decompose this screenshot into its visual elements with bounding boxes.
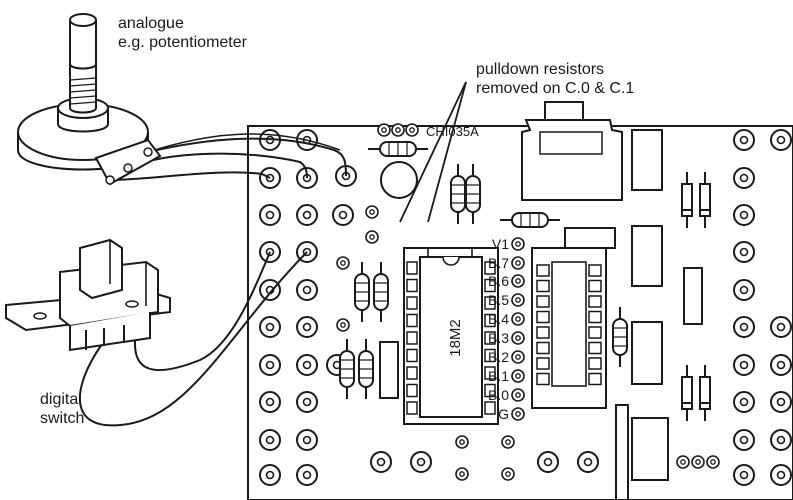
pin-label: B.4 [488,311,509,327]
chip-pin [406,383,418,398]
socket-pin [588,372,602,386]
pulldown-label-line1: pulldown resistors [476,61,604,78]
chip-pin [406,261,418,275]
digital-label-line1: digital [40,391,82,408]
small-component [379,341,399,399]
pulldown-label-line2: removed on C.0 & C.1 [476,80,634,97]
output-component [631,417,669,481]
analogue-label: analogue [118,15,184,32]
chip-pin [484,366,496,380]
chip-pin [406,348,418,363]
connecting-wires [78,133,347,427]
socket-pin [588,279,602,293]
digital-label-line2: switch [40,410,84,427]
socket-pin [588,310,602,324]
chip-pin [406,366,418,380]
socket-pin [588,326,602,339]
chip-pin [484,331,496,345]
annotation-pointers [399,81,467,223]
pin-label: V1 [492,236,509,252]
socket-pin [536,357,550,370]
socket-pin [536,372,550,386]
socket-pin [588,341,602,355]
pin-label: B.3 [488,330,509,346]
pin-label: G [498,406,509,422]
socket-pin [536,279,550,293]
output-component [631,129,663,191]
chip-pin [484,261,496,275]
chip-pin [406,313,418,328]
chip-pin [406,331,418,345]
pin-label-column: V1B.7B.6B.5B.4B.3B.2B.1B.0G [488,236,509,422]
chip-pin [406,278,418,293]
slide-switch [5,238,171,352]
chip-pin [484,278,496,293]
pin-label: B.0 [488,387,509,403]
pin-label: B.6 [488,273,509,289]
socket-pin [536,264,550,277]
pin-label: B.1 [488,368,509,384]
socket-pin [588,295,602,308]
socket-pin [536,310,550,324]
socket-pin [536,295,550,308]
microcontroller-chip: 18M2 [403,247,499,425]
chip-pin [484,348,496,363]
chip-pin [406,296,418,310]
driver-socket [531,247,607,409]
socket-pin [588,264,602,277]
socket-pin [536,341,550,355]
chip-pin [484,296,496,310]
chip-pin [484,313,496,328]
chip-label: 18M2 [447,319,464,357]
capacitor [380,161,418,199]
pin-label: B.2 [488,349,509,365]
chip-pin [484,401,496,415]
output-component [615,404,629,500]
potentiometer [17,13,162,186]
socket-pin [536,326,550,339]
output-component [631,321,663,385]
socket-pin [588,357,602,370]
board-id-label: CHI035A [426,124,479,139]
chip-pin [484,383,496,398]
pin-label: B.5 [488,292,509,308]
power-connector [521,101,623,249]
output-component [631,225,663,287]
pin-label: B.7 [488,255,509,271]
chip-pin [406,401,418,415]
small-component [683,267,703,325]
analogue-example-label: e.g. potentiometer [118,34,248,51]
